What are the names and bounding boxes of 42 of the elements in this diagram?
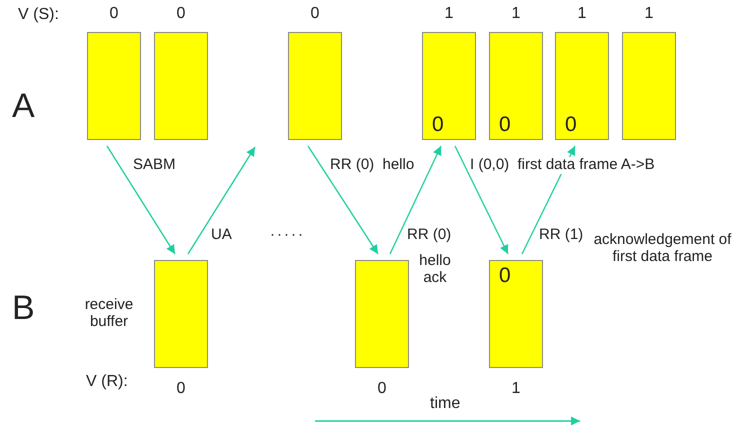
edge-label: I (0,0) first data frame A->B [470, 157, 655, 174]
receive-state-value: 1 [512, 380, 520, 398]
note: acknowledgement of first data frame [592, 232, 732, 265]
frame-box [489, 32, 543, 140]
send-state-value: 1 [512, 5, 520, 23]
send-state-value: 1 [578, 5, 586, 23]
frame-box [489, 260, 543, 368]
row-label: V (S): [18, 6, 59, 24]
arrow [454, 146, 509, 254]
frame-box [288, 32, 342, 140]
frame-box [355, 260, 409, 368]
frame-box [622, 32, 676, 140]
edge-label: RR (0) hello [330, 157, 414, 174]
sequence-number: 0 [432, 114, 444, 135]
sequence-number: 0 [499, 114, 511, 135]
edge-label: RR (1) [539, 227, 584, 244]
caption: receive buffer [84, 297, 134, 330]
send-state-value: 1 [644, 5, 654, 23]
axis-label: time [430, 395, 460, 413]
send-state-value: 0 [176, 5, 186, 23]
send-state-value: 0 [310, 5, 320, 23]
frame-box [154, 260, 208, 368]
frame-box [154, 32, 208, 140]
send-state-value: 1 [444, 5, 454, 23]
row-label: V (R): [86, 373, 128, 391]
frame-box [555, 32, 609, 140]
send-state-value: 0 [110, 5, 118, 23]
receive-state-value: 0 [378, 380, 386, 398]
frame-box [87, 32, 141, 140]
row-label: B [12, 290, 35, 328]
arrow [389, 146, 442, 254]
arrow [307, 146, 379, 254]
arrow [106, 146, 176, 254]
ellipsis: ····· [270, 227, 305, 244]
edge-label: RR (0) [407, 227, 452, 244]
sequence-number: 0 [499, 265, 511, 286]
sequence-number: 0 [565, 114, 577, 135]
frame-box [422, 32, 476, 140]
caption: hello ack [418, 253, 452, 286]
row-label: A [12, 88, 35, 126]
receive-state-value: 0 [176, 380, 186, 398]
arrow [187, 146, 256, 254]
